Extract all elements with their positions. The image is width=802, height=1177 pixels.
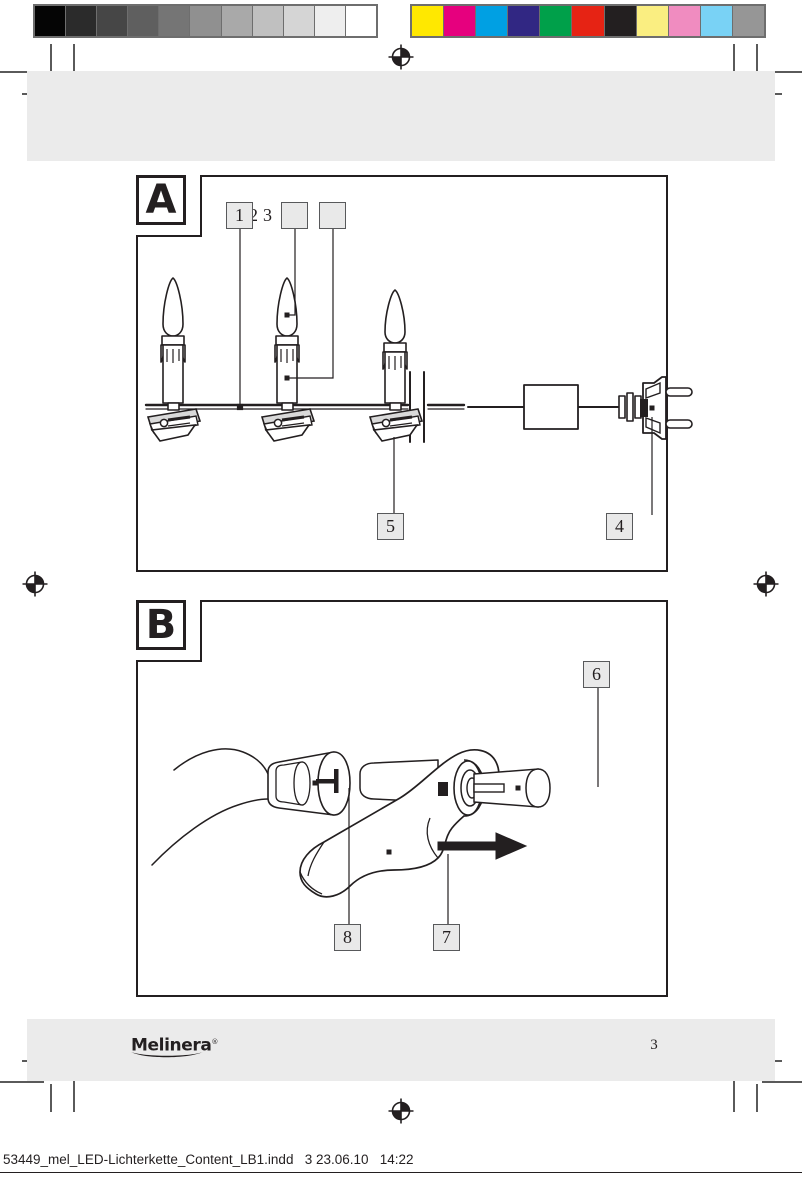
callout-number-3-floating: 3 <box>263 205 272 225</box>
gray-swatch-9 <box>314 6 346 36</box>
callout-box-7: 7 <box>433 924 460 951</box>
color-swatch-1 <box>444 6 477 36</box>
candle-1 <box>146 277 202 442</box>
clip-1 <box>146 408 202 442</box>
led-bulb <box>438 759 551 817</box>
gray-swatch-0 <box>35 6 67 36</box>
registration-target-top <box>388 44 414 70</box>
gray-swatch-3 <box>128 6 160 36</box>
color-swatch-10 <box>732 6 765 36</box>
callout-dot-7 <box>386 849 392 855</box>
footer-rule <box>0 1172 802 1173</box>
gray-swatch-5 <box>190 6 222 36</box>
figure-a-artwork <box>144 217 693 515</box>
color-swatch-3 <box>508 6 541 36</box>
figure-b-panel <box>136 600 668 997</box>
callout-box-4: 4 <box>606 513 633 540</box>
callout-dot-2 <box>284 312 290 318</box>
header-band <box>27 71 775 161</box>
candle-2 <box>260 277 316 442</box>
gray-swatch-8 <box>283 6 315 36</box>
registered-mark: ® <box>211 1038 218 1046</box>
print-file-stamp: 53449_mel_LED-Lichterkette_Content_LB1.i… <box>3 1152 414 1167</box>
color-swatch-0 <box>412 6 445 36</box>
crop-mark-top-right-inner <box>733 44 735 86</box>
figure-b-artwork <box>151 677 599 925</box>
page-number: 3 <box>650 1037 658 1053</box>
figure-b-letter-tag: B <box>136 600 186 650</box>
brand-name: Melinera® <box>131 1035 218 1056</box>
leader-line-2 <box>288 217 296 316</box>
color-swatch-5 <box>572 6 605 36</box>
registration-target-bottom <box>388 1098 414 1124</box>
figure-a-letter-tag: A <box>136 175 186 225</box>
hand-grip <box>299 749 500 898</box>
callout-box-6: 6 <box>583 661 610 688</box>
clip-2 <box>260 408 316 442</box>
crop-mark-top-right-h-outer <box>762 71 802 73</box>
crop-mark-bottom-left-h-outer <box>0 1081 44 1083</box>
gray-swatch-4 <box>159 6 191 36</box>
callout-box-8: 8 <box>334 924 361 951</box>
brand-logo: Melinera® <box>131 1033 221 1067</box>
gray-swatch-6 <box>221 6 253 36</box>
color-swatch-9 <box>700 6 733 36</box>
callout-dot-3 <box>284 375 290 381</box>
registration-target-left <box>22 571 48 597</box>
registration-target-right <box>753 571 779 597</box>
color-swatch-7 <box>636 6 669 36</box>
grayscale-control-strip <box>33 4 378 38</box>
color-swatch-8 <box>668 6 701 36</box>
crop-mark-bottom-left-inner <box>73 1070 75 1112</box>
crop-mark-bottom-right-inner <box>733 1070 735 1112</box>
leader-line-3 <box>289 217 334 379</box>
candle-socket <box>267 751 351 816</box>
crop-mark-top-left-outer <box>50 44 52 72</box>
color-control-strip <box>410 4 766 38</box>
gray-swatch-7 <box>252 6 284 36</box>
figure-a-panel <box>136 175 693 572</box>
gray-swatch-1 <box>66 6 98 36</box>
pull-direction-arrow <box>437 832 528 860</box>
crop-mark-top-left-inner <box>73 44 75 86</box>
color-swatch-4 <box>540 6 573 36</box>
callout-box-5: 5 <box>377 513 404 540</box>
gray-swatch-2 <box>97 6 129 36</box>
crop-mark-top-right-outer <box>756 44 758 72</box>
callout-dot-4 <box>649 405 655 411</box>
crop-mark-bottom-right-outer <box>756 1084 758 1112</box>
callout-box-1: 1 <box>226 202 253 229</box>
callout-box-2 <box>281 202 308 229</box>
callout-dot-6 <box>515 785 521 791</box>
crop-mark-bottom-left-outer <box>50 1084 52 1112</box>
crop-mark-bottom-right-h-outer <box>762 1081 802 1083</box>
euro-plug <box>640 376 693 440</box>
footer-band <box>27 1019 775 1081</box>
gray-swatch-10 <box>345 6 377 36</box>
callout-number-2-floating: 2 <box>249 205 258 225</box>
crop-mark-top-left-h-outer <box>0 71 44 73</box>
clip-3 <box>368 408 424 442</box>
cable <box>151 748 269 866</box>
callout-box-3 <box>319 202 346 229</box>
callout-dot-8 <box>312 780 318 786</box>
candle-3 <box>368 289 424 442</box>
color-swatch-2 <box>476 6 509 36</box>
callout-dot-1 <box>236 403 244 411</box>
logo-swoosh <box>131 1052 203 1058</box>
color-swatch-6 <box>604 6 637 36</box>
